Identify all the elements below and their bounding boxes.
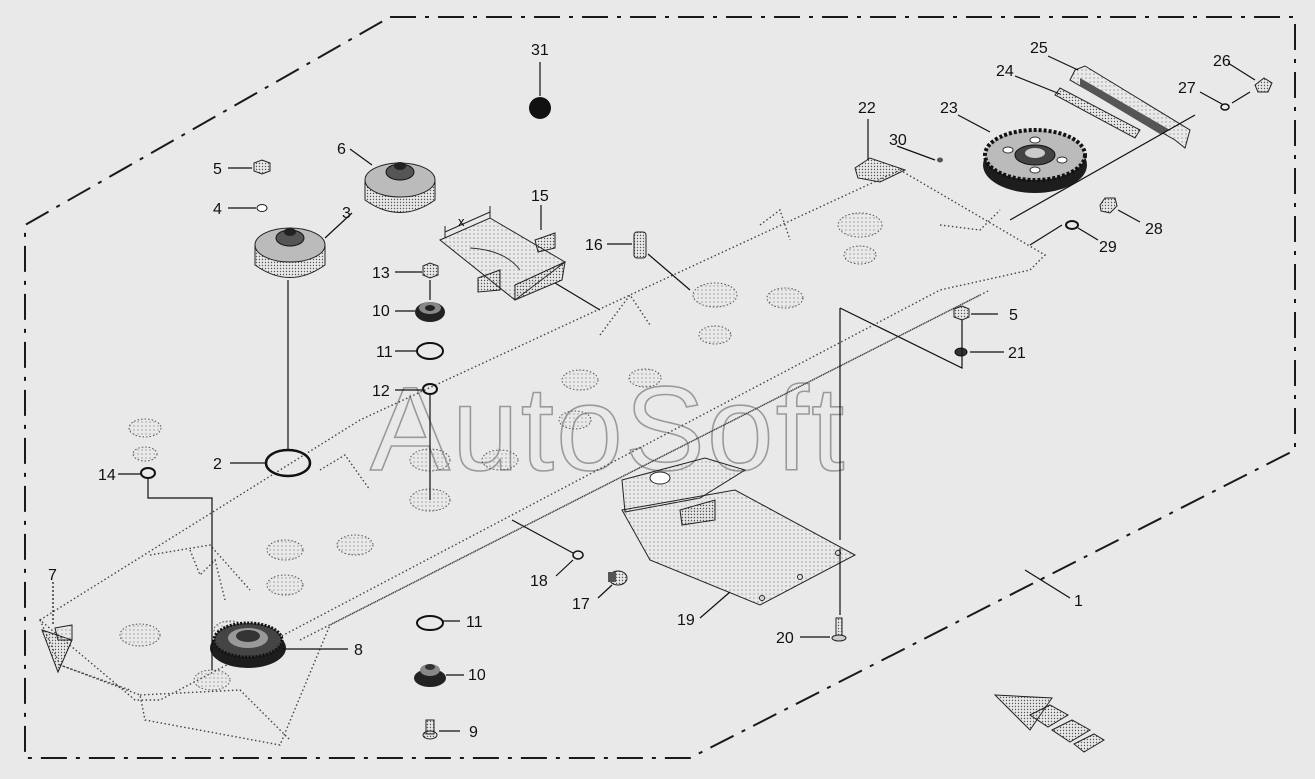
- callout-19: 19: [677, 612, 695, 629]
- pin-part-30: [937, 157, 943, 163]
- bearing-part-10b: [414, 664, 446, 687]
- callout-30: 30: [889, 132, 907, 149]
- bearing-part-10a: [415, 302, 445, 322]
- callout-17: 17: [572, 596, 590, 613]
- callout-2: 2: [213, 456, 222, 473]
- callout-10b: 10: [468, 667, 486, 684]
- washer-part-14: [140, 467, 156, 479]
- nut-part-5a: [253, 159, 271, 175]
- callout-28: 28: [1145, 221, 1163, 238]
- callout-23: 23: [940, 100, 958, 117]
- callout-31: 31: [531, 42, 549, 59]
- oring-part-12: [422, 383, 438, 395]
- callout-11a: 11: [376, 344, 393, 361]
- callout-8: 8: [354, 642, 363, 659]
- watermark: AutoSoft: [370, 362, 846, 496]
- callout-7: 7: [48, 567, 57, 584]
- callout-13: 13: [372, 265, 390, 282]
- small-parts: [140, 77, 1273, 740]
- callout-26: 26: [1213, 53, 1231, 70]
- callout-18: 18: [530, 573, 548, 590]
- oring-part-11b: [416, 615, 444, 631]
- washer-part-4: [256, 204, 268, 212]
- washer-part-27: [1220, 103, 1230, 111]
- callout-3: 3: [342, 205, 351, 222]
- drive-hub-part-3: [254, 227, 326, 278]
- drive-hub-part-6: [364, 162, 436, 213]
- callout-5a: 5: [213, 161, 222, 178]
- callout-16: 16: [585, 237, 603, 254]
- direction-arrow-icon: [993, 694, 1105, 753]
- stud-part-16: [633, 231, 647, 259]
- callout-21: 21: [1008, 345, 1026, 362]
- oring-part-11a: [416, 342, 444, 360]
- callout-9: 9: [469, 724, 478, 741]
- washer-part-18: [572, 550, 584, 560]
- callout-27: 27: [1178, 80, 1196, 97]
- callout-25: 25: [1030, 40, 1048, 57]
- callout-22: 22: [858, 100, 876, 117]
- callout-4: 4: [213, 201, 222, 218]
- bracket-part-22: [854, 157, 907, 183]
- callout-10a: 10: [372, 303, 390, 320]
- screw-part-26: [1254, 77, 1273, 93]
- end-cap-part-7: [41, 624, 73, 674]
- fitting-part-28: [1099, 197, 1118, 214]
- callouts: 1 2 3 4 5 5 6 7 8 9 10 10 11 11 12 13 14…: [48, 40, 1231, 741]
- marker-part-31: [529, 97, 551, 119]
- cutter-bar-bosses: [119, 212, 883, 691]
- callout-12: 12: [372, 383, 390, 400]
- bar-part-25: [1069, 65, 1191, 149]
- guard-part-15: x: [439, 206, 566, 301]
- callout-6: 6: [337, 141, 346, 158]
- callout-20: 20: [776, 630, 794, 647]
- plug-part-17: [608, 570, 628, 586]
- leader-lines: [52, 55, 1256, 732]
- nut-part-13: [422, 262, 439, 279]
- oring-part-2: [264, 448, 312, 478]
- assembly-boundary: [24, 16, 1296, 759]
- callout-1: 1: [1074, 593, 1083, 610]
- callout-24: 24: [996, 63, 1014, 80]
- dimension-mark: x: [458, 214, 465, 229]
- callout-5b: 5: [1009, 307, 1018, 324]
- gear-part-23: [983, 128, 1087, 193]
- gear-part-8: [210, 621, 286, 668]
- bar-part-24: [1054, 87, 1141, 139]
- callout-29: 29: [1099, 239, 1117, 256]
- screw-part-20: [831, 617, 847, 642]
- washer-part-21: [954, 347, 968, 357]
- callout-11b: 11: [466, 614, 483, 631]
- bolt-part-9: [422, 719, 438, 740]
- callout-15: 15: [531, 188, 549, 205]
- callout-14: 14: [98, 467, 116, 484]
- washer-part-29: [1065, 220, 1079, 230]
- nut-part-5b: [953, 305, 970, 321]
- cover-plate-part-19: [621, 457, 857, 606]
